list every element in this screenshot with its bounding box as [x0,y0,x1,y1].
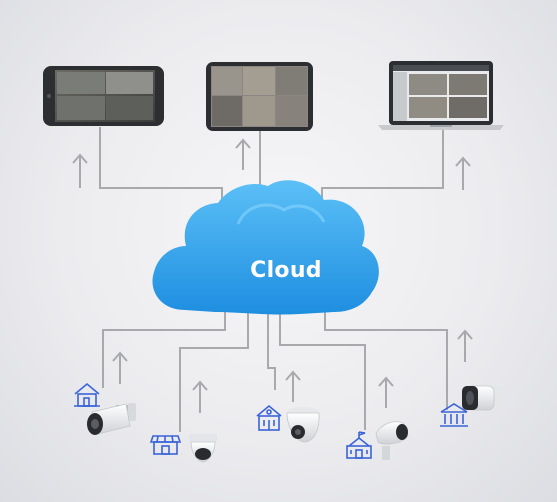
smartphone-device [43,66,164,126]
bullet-camera-icon [87,403,136,435]
ptz-camera-icon [375,421,409,460]
store-icon [149,435,182,455]
arrow-up-icon [455,156,471,190]
tablet-device [206,62,313,131]
site-icons [74,382,468,459]
bank-icon [440,403,468,427]
bullet-camera-icon [462,385,505,411]
arrow-up-icon [192,380,208,413]
cloud-shape [152,180,379,315]
upload-arrows [72,138,473,413]
arrow-up-icon [285,370,301,402]
arrow-up-icon [235,138,251,170]
arrow-up-icon [112,351,128,384]
turret-camera-icon [286,407,320,443]
laptop-device [378,61,504,130]
connector-lines [99,127,448,432]
office-icon [256,404,282,431]
house-icon [74,382,100,407]
cloud-label: Cloud [250,258,322,283]
arrow-up-icon [72,153,88,188]
school-icon [346,431,372,459]
dome-camera-icon [189,434,217,463]
arrow-up-icon [457,329,473,362]
arrow-up-icon [378,376,394,408]
